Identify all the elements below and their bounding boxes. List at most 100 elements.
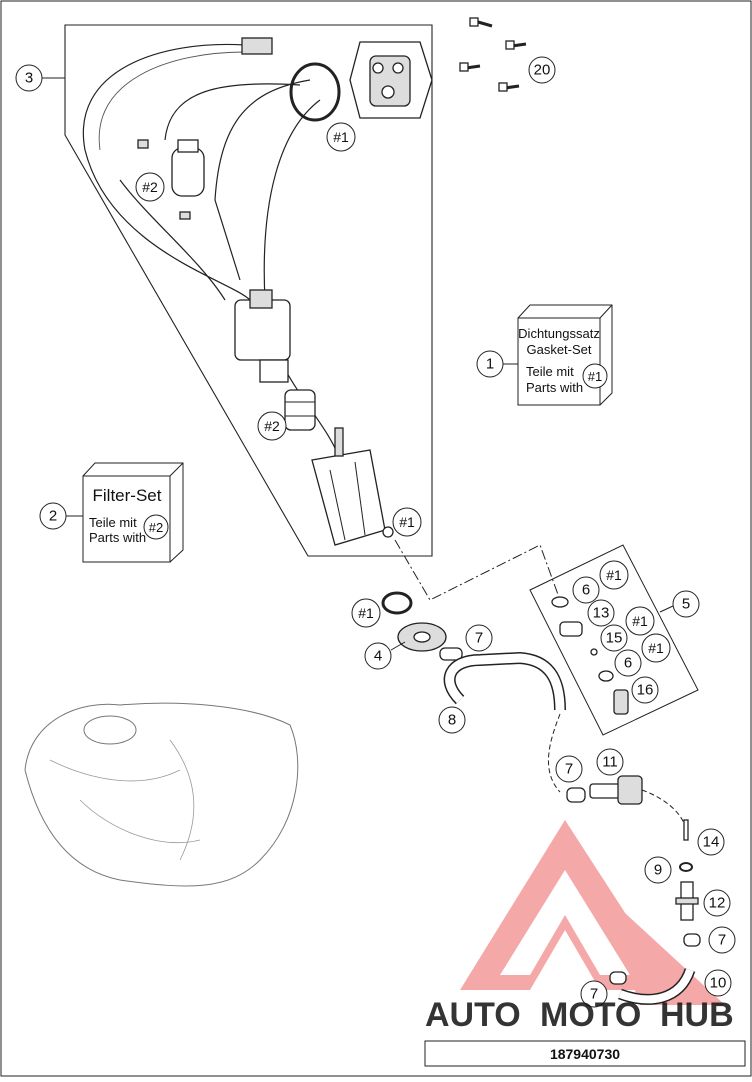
diagram-number: 187940730: [550, 1046, 620, 1062]
quick-coupling-11: [589, 775, 643, 805]
svg-text:7: 7: [565, 761, 573, 778]
svg-text:11: 11: [602, 754, 618, 771]
o-ring-loose: [381, 591, 413, 615]
svg-text:7: 7: [590, 986, 598, 1003]
ref-1-seal-kit-a: #1: [599, 560, 629, 590]
nipple-12: [675, 881, 699, 921]
svg-text:4: 4: [374, 648, 382, 665]
callout-9: 9: [644, 856, 672, 884]
svg-text:2: 2: [49, 508, 57, 525]
electrical-connector: [241, 37, 273, 55]
diagram-number-box: 187940730: [424, 1040, 746, 1067]
svg-text:6: 6: [582, 582, 590, 599]
watermark-auto: AUTO: [425, 996, 521, 1034]
callout-20: 20: [528, 56, 556, 84]
seal-kit-parts: [551, 596, 629, 715]
svg-text:3: 3: [25, 70, 33, 87]
gasket-box-title-de: Dichtungssatz: [518, 326, 600, 341]
callout-12: 12: [703, 889, 731, 917]
callout-2: 2: [39, 502, 67, 530]
svg-text:#1: #1: [333, 129, 349, 145]
filter-box-line-en: Parts with: [89, 530, 146, 545]
svg-text:14: 14: [703, 834, 720, 851]
gasket-set-box: Dichtungssatz Gasket-Set Teile mit Parts…: [517, 304, 613, 406]
callout-7-a: 7: [465, 624, 493, 652]
gasket-box-line-en: Parts with: [526, 380, 583, 395]
gasket-box-ref: #1: [588, 369, 602, 384]
svg-text:5: 5: [682, 596, 690, 613]
svg-text:#1: #1: [632, 613, 648, 629]
filter-set-box: Filter-Set Teile mit Parts with #2: [82, 462, 184, 563]
callout-13: 13: [587, 599, 615, 627]
watermark-logo: [460, 820, 725, 1005]
fuel-pump-motor: [234, 289, 291, 383]
pump-filter-sock: [284, 389, 316, 431]
pump-flange-cover: [349, 41, 433, 119]
svg-text:#2: #2: [264, 418, 280, 434]
svg-text:12: 12: [709, 895, 726, 912]
svg-text:20: 20: [534, 62, 551, 79]
svg-text:10: 10: [710, 975, 727, 992]
small-o-ring: [382, 526, 394, 538]
svg-text:13: 13: [593, 605, 610, 622]
ref-1-seal-kit-c: #1: [641, 633, 671, 663]
callout-7-d: 7: [580, 980, 608, 1008]
svg-text:15: 15: [606, 630, 623, 647]
ref-2-small-filter: #2: [135, 172, 165, 202]
callout-11: 11: [596, 748, 624, 776]
ref-1-seal-kit-b: #1: [625, 606, 655, 636]
watermark-text: AUTO MOTO HUB: [425, 996, 734, 1034]
callout-6-b: 6: [614, 649, 642, 677]
callouts: 3 1 2 20 4 7 8 5 6 13 15 6 16 7 11 14 9 …: [15, 56, 736, 1008]
callout-4: 4: [364, 642, 392, 670]
callout-5: 5: [672, 590, 700, 618]
reference-markers: #1 #2 #2 #1 #1 #1 #1 #1: [135, 122, 671, 663]
svg-text:6: 6: [624, 655, 632, 672]
ref-2-filter-sock: #2: [257, 411, 287, 441]
svg-text:9: 9: [654, 862, 662, 879]
watermark-moto: MOTO: [540, 996, 641, 1034]
pump-housing: [311, 427, 386, 546]
svg-text:1: 1: [486, 356, 494, 373]
filter-box-title: Filter-Set: [93, 486, 162, 505]
pump-hoses: [82, 43, 341, 461]
o-ring-9: [679, 862, 693, 872]
fuel-tank: [24, 702, 299, 887]
svg-text:#1: #1: [399, 514, 415, 530]
seal-kit-outline: [529, 544, 699, 736]
callout-1: 1: [476, 350, 504, 378]
ref-1-flange: #1: [326, 122, 356, 152]
callout-6-a: 6: [572, 576, 600, 604]
callout-7-c: 7: [708, 926, 736, 954]
svg-text:#1: #1: [606, 567, 622, 583]
pin-14: [683, 819, 689, 841]
pump-assembly-outline: [64, 24, 433, 557]
watermark-hub: HUB: [660, 996, 734, 1034]
screw-set: [459, 17, 527, 92]
hose-clamp-d: [609, 971, 627, 985]
svg-text:#2: #2: [142, 179, 158, 195]
svg-text:#1: #1: [358, 605, 374, 621]
leader-line: [394, 539, 561, 601]
gasket-box-line-de: Teile mit: [526, 364, 574, 379]
filter-box-line-de: Teile mit: [89, 515, 137, 530]
grommet-4: [397, 622, 447, 652]
svg-text:8: 8: [448, 712, 456, 729]
svg-text:16: 16: [637, 682, 654, 699]
small-fuel-filter: [137, 139, 205, 220]
gasket-box-title-en: Gasket-Set: [526, 342, 591, 357]
hose-clamp-a: [439, 647, 463, 661]
svg-text:#1: #1: [648, 640, 664, 656]
ref-1-loose-o-ring: #1: [351, 598, 381, 628]
callout-8: 8: [438, 706, 466, 734]
hose-clamp-b: [566, 787, 586, 803]
svg-text:7: 7: [718, 932, 726, 949]
flange-seal-ring: [289, 62, 341, 122]
hose-clamp-c: [683, 933, 701, 947]
callout-10: 10: [704, 969, 732, 997]
ref-1-pump-o-ring: #1: [392, 507, 422, 537]
callout-14: 14: [697, 828, 725, 856]
